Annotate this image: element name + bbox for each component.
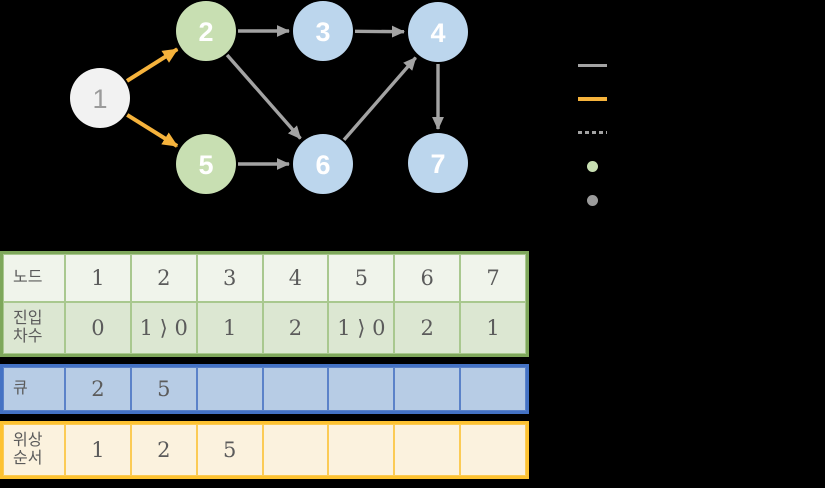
- node-1-circle: [70, 68, 130, 128]
- table-cell: 4: [262, 254, 329, 302]
- row-label-cell: 큐: [3, 367, 65, 411]
- table-cell: [460, 367, 526, 411]
- node-3-label: 3: [315, 17, 330, 47]
- node-1-label: 1: [92, 84, 107, 114]
- table-cell: 5: [130, 367, 197, 411]
- table-cell: 1 ⟩ 0: [328, 302, 395, 354]
- table-cell: 2: [394, 302, 461, 354]
- table-cell: 2: [130, 254, 197, 302]
- table-cell: 1: [65, 424, 131, 476]
- legend-dotted-line-icon: [578, 131, 607, 134]
- table-cell: 5: [196, 424, 263, 476]
- node-7-circle: [408, 133, 468, 193]
- table-cell: 1: [460, 302, 526, 354]
- table-cell: [394, 367, 461, 411]
- legend-green-dot-icon: [587, 161, 598, 172]
- table-cell: 5: [328, 254, 395, 302]
- table-cell: [196, 367, 263, 411]
- table-cell: 3: [196, 254, 263, 302]
- table-cell: 2: [65, 367, 131, 411]
- row-label-cell: 진입 차수: [3, 302, 65, 354]
- node-7-label: 7: [430, 149, 445, 179]
- table-cell: 7: [460, 254, 526, 302]
- node-4-circle: [408, 2, 468, 62]
- table-cell: [460, 424, 526, 476]
- table-cell: [262, 367, 329, 411]
- table-cell: [394, 424, 461, 476]
- legend-gray-dot-icon: [587, 195, 598, 206]
- table-cell: [328, 424, 395, 476]
- edge-2-6: [225, 53, 302, 140]
- node-2-circle: [176, 1, 236, 61]
- edge-6-4: [342, 56, 417, 142]
- legend-solid-gray-line-icon: [578, 64, 607, 67]
- row-label-cell: 위상 순서: [3, 424, 65, 476]
- edge-1-5: [126, 113, 179, 148]
- table-cell: 2: [130, 424, 197, 476]
- node-6-label: 6: [315, 150, 330, 180]
- node-5-circle: [176, 134, 236, 194]
- node-4-label: 4: [430, 18, 445, 48]
- table-cell: 1: [65, 254, 131, 302]
- edge-1-2: [125, 47, 179, 83]
- table-cell: 2: [262, 302, 329, 354]
- node-3-circle: [293, 1, 353, 61]
- node-2-label: 2: [198, 17, 213, 47]
- graph-svg: 1 2 3 4 5 6 7: [70, 1, 468, 194]
- legend-solid-orange-line-icon: [578, 97, 607, 101]
- table-cell: [328, 367, 395, 411]
- node-5-label: 5: [198, 150, 213, 180]
- row-label-cell: 노드: [3, 254, 65, 302]
- table-cell: 0: [65, 302, 131, 354]
- table-cell: 1: [196, 302, 263, 354]
- node-6-circle: [293, 134, 353, 194]
- table-cell: 1 ⟩ 0: [130, 302, 197, 354]
- table-cell: [262, 424, 329, 476]
- table-cell: 6: [394, 254, 461, 302]
